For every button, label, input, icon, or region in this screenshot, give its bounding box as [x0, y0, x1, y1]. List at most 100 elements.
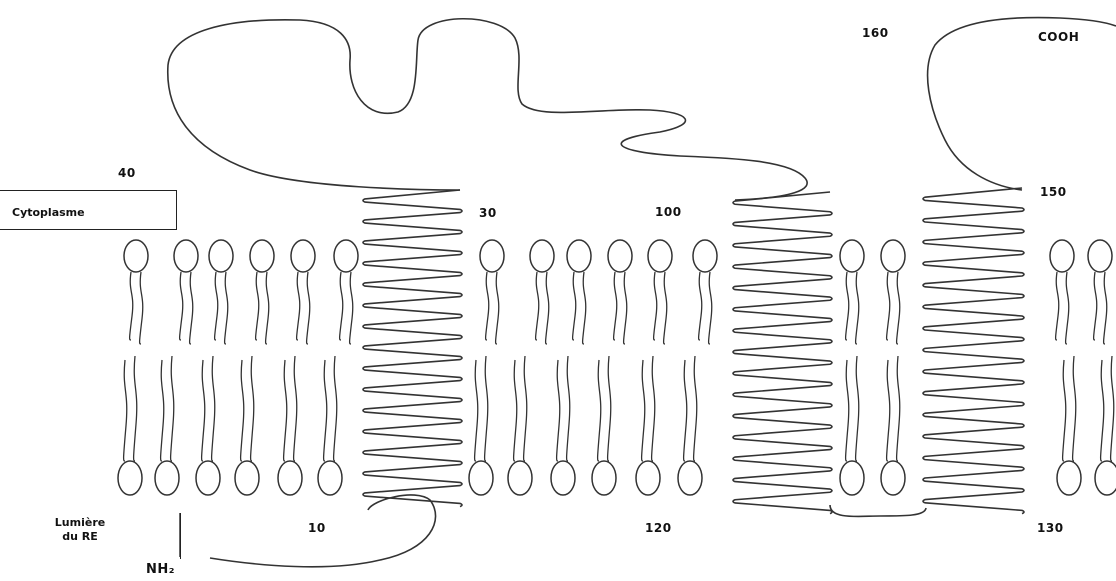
lipid-tail — [307, 272, 310, 344]
lipid-tail — [699, 272, 702, 340]
lipid-head — [209, 240, 233, 272]
lipid-tail — [256, 272, 259, 340]
residue-label-40: 40 — [118, 166, 136, 180]
lipid-tail — [567, 356, 570, 461]
lipid-bottom — [196, 356, 220, 495]
lipid-head — [334, 240, 358, 272]
lipid-tail — [485, 356, 488, 461]
lipid-bottom — [1095, 356, 1116, 495]
lipid-tail — [887, 360, 890, 461]
lipid-tail — [709, 272, 712, 344]
lipid-head — [291, 240, 315, 272]
lipid-tail — [598, 360, 601, 461]
residue-label-160: 160 — [862, 26, 889, 40]
lipid-tail — [624, 272, 627, 344]
c-terminus-label: COOH — [1038, 30, 1079, 44]
lipid-tail — [642, 360, 645, 461]
lipid-head — [530, 240, 554, 272]
lipid-tail — [475, 360, 478, 461]
lipid-tail — [251, 356, 254, 461]
lipid-bottom — [551, 356, 575, 495]
residue-label-100: 100 — [655, 205, 682, 219]
lipid-bottom — [840, 356, 864, 495]
lipid-tail — [134, 356, 137, 461]
lipid-head — [196, 461, 220, 495]
lipid-top — [648, 240, 672, 344]
lipid-tail — [1101, 360, 1104, 461]
lipid-head — [469, 461, 493, 495]
lipid-tail — [856, 356, 859, 461]
lipid-top — [480, 240, 504, 344]
lipid-head — [592, 461, 616, 495]
lipid-tail — [215, 272, 218, 340]
lipid-tail — [334, 356, 337, 461]
lipid-tail — [897, 272, 900, 344]
lipid-tail — [202, 360, 205, 461]
c-terminal-tail — [928, 18, 1116, 190]
lipid-tail — [324, 360, 327, 461]
lumen-label: Lumière du RE — [20, 516, 140, 544]
lipid-bottom — [318, 356, 342, 495]
lipid-top — [530, 240, 554, 344]
lumenal-loop — [830, 505, 926, 516]
lipid-tail — [171, 356, 174, 461]
lipid-head — [678, 461, 702, 495]
lipid-head — [636, 461, 660, 495]
lipid-tail — [340, 272, 343, 340]
lipid-tail — [846, 360, 849, 461]
lipid-tail — [1104, 272, 1107, 344]
lipid-tail — [225, 272, 228, 344]
lumen-label-line1: Lumière — [20, 516, 140, 530]
lipid-bottom — [155, 356, 179, 495]
lipid-tail — [190, 272, 193, 344]
lipid-tail — [652, 356, 655, 461]
lipid-tail — [130, 272, 133, 340]
lipid-head — [235, 461, 259, 495]
lipid-top — [334, 240, 358, 344]
lipid-tail — [297, 272, 300, 340]
lipid-tail — [161, 360, 164, 461]
lipid-top — [840, 240, 864, 344]
residue-label-120: 120 — [645, 521, 672, 535]
lipid-tail — [694, 356, 697, 461]
n-terminus-label: NH₂ — [146, 562, 175, 577]
lipid-head — [881, 461, 905, 495]
lipid-head — [155, 461, 179, 495]
lipid-tail — [524, 356, 527, 461]
lipid-tail — [1063, 360, 1066, 461]
lipid-head — [318, 461, 342, 495]
lipid-tail — [241, 360, 244, 461]
lipid-top — [1088, 240, 1112, 344]
lipid-top — [124, 240, 148, 344]
lipid-top — [291, 240, 315, 344]
lipid-head — [1057, 461, 1081, 495]
lipid-tail — [1094, 272, 1097, 340]
lipid-head — [1050, 240, 1074, 272]
lipid-tail — [664, 272, 667, 344]
lipid-tail — [897, 356, 900, 461]
lipid-tail — [294, 356, 297, 461]
lipid-tail — [614, 272, 617, 340]
lipid-tail — [856, 272, 859, 344]
lipid-top — [174, 240, 198, 344]
lipid-head — [567, 240, 591, 272]
lipid-head — [608, 240, 632, 272]
lipid-bottom — [592, 356, 616, 495]
lipid-tail — [180, 272, 183, 340]
lipid-tail — [846, 272, 849, 340]
cytoplasm-label: Cytoplasme — [12, 206, 85, 219]
lipid-head — [250, 240, 274, 272]
lipid-tail — [546, 272, 549, 344]
lipid-head — [278, 461, 302, 495]
lipid-tail — [266, 272, 269, 344]
helix-1 — [363, 190, 462, 507]
lipid-tail — [684, 360, 687, 461]
lipid-head — [881, 240, 905, 272]
lipid-bottom — [508, 356, 532, 495]
lipid-bottom — [678, 356, 702, 495]
lipid-top — [1050, 240, 1074, 344]
lipid-tail — [1066, 272, 1069, 344]
lipid-head — [174, 240, 198, 272]
lipid-bottom — [1057, 356, 1081, 495]
lipid-top — [209, 240, 233, 344]
